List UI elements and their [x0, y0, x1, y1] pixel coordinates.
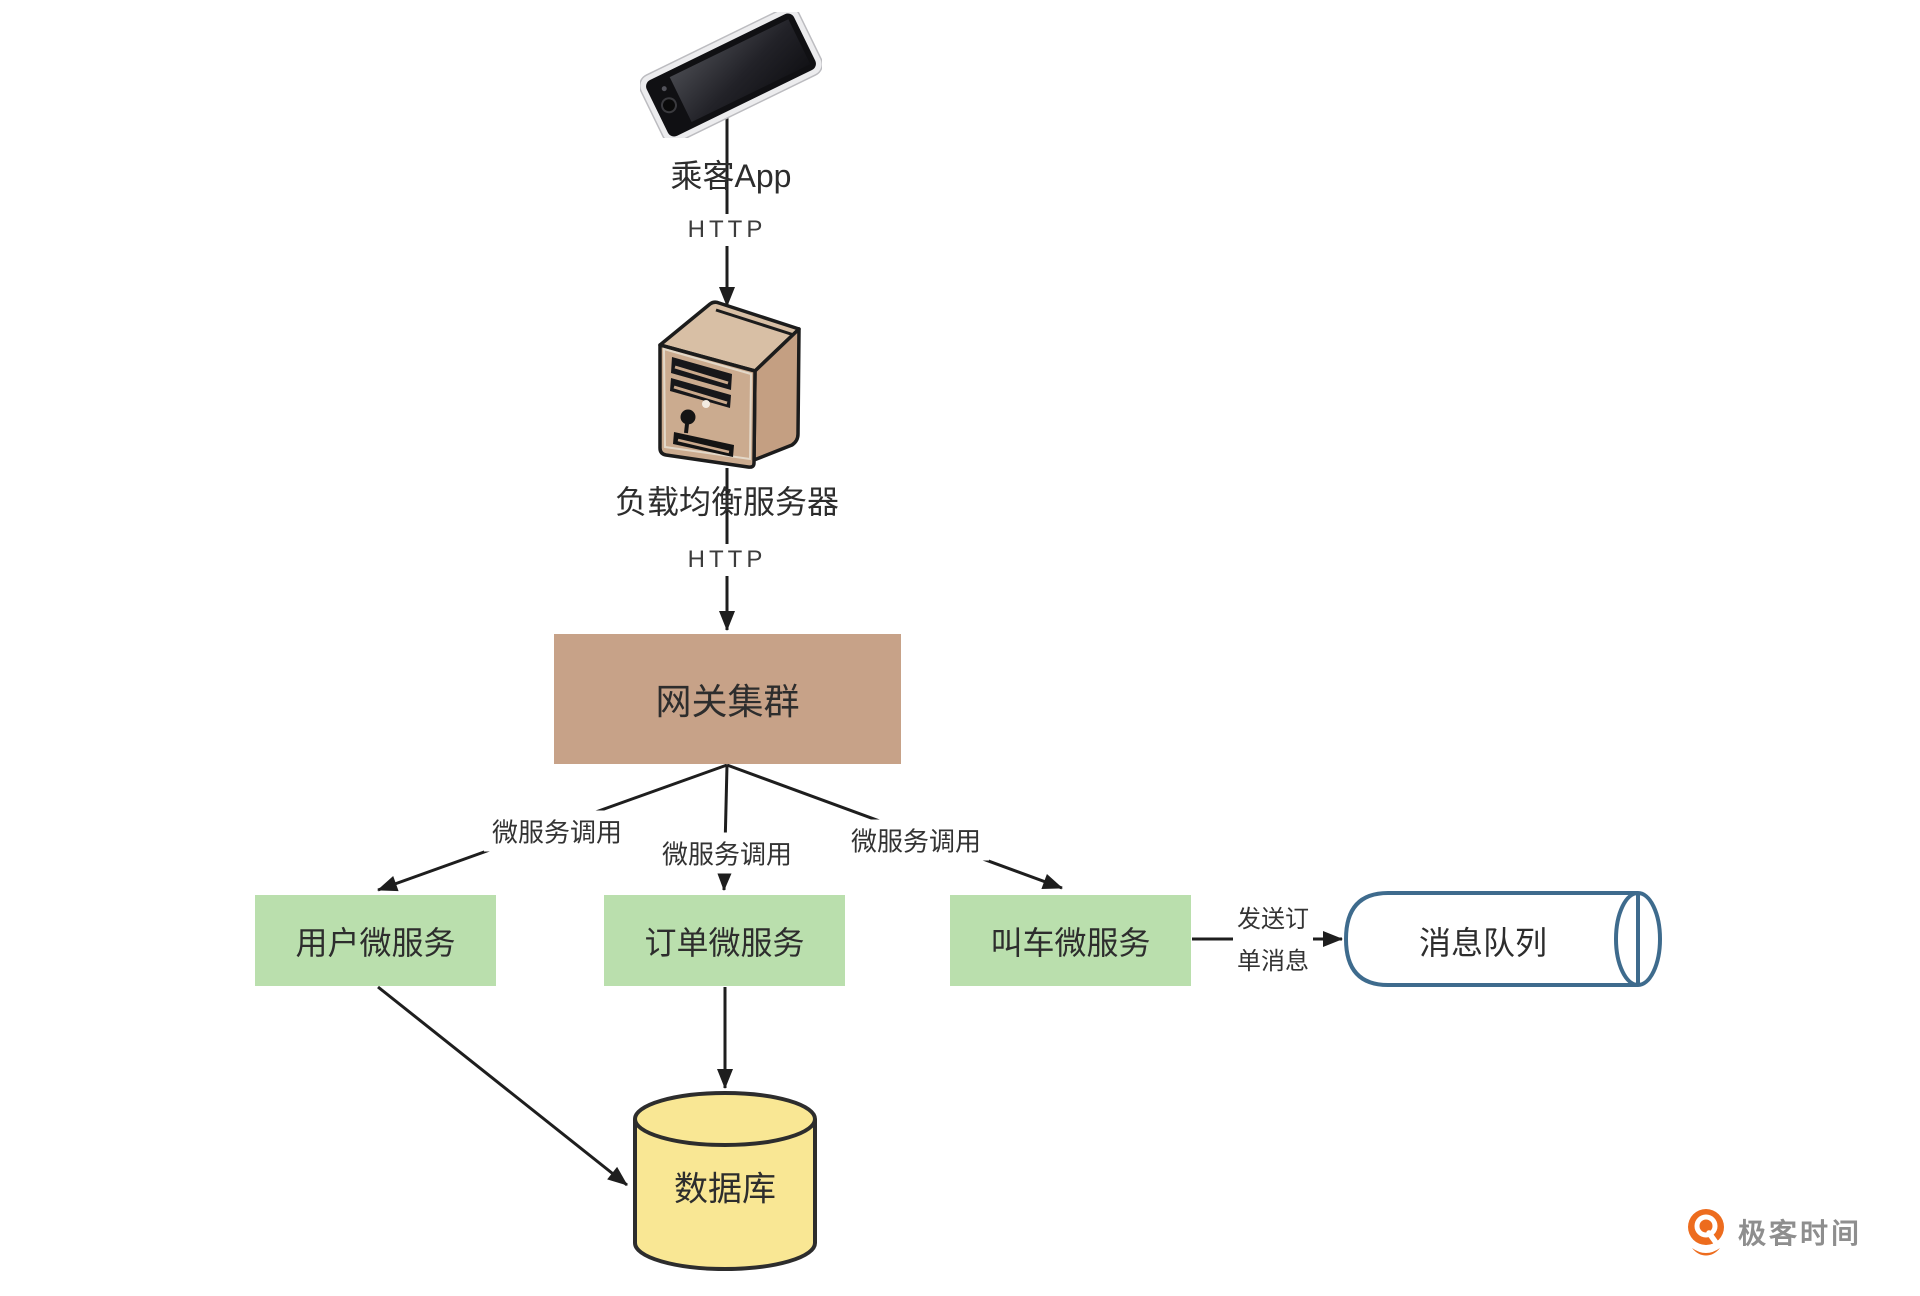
tower-server-icon	[658, 300, 801, 469]
brand-watermark: 极客时间	[1686, 1208, 1862, 1256]
ride-microservice-node: 叫车微服务	[950, 895, 1191, 986]
gateway-cluster-node: 网关集群	[554, 634, 901, 764]
user-microservice-node: 用户微服务	[255, 895, 496, 986]
load-balancer-label: 负载均衡服务器	[614, 484, 840, 520]
message-queue-cylinder	[1343, 891, 1662, 987]
ride-microservice-label: 叫车微服务	[990, 924, 1151, 961]
send-order-message-line2: 单消息	[1237, 948, 1309, 975]
microservice-call-label-mid: 微服务调用	[653, 832, 801, 874]
database-label: 数据库	[674, 1170, 776, 1209]
geek-time-pin-icon	[1688, 1209, 1724, 1256]
order-microservice-label: 订单微服务	[644, 924, 805, 961]
http-label-bottom: HTTP	[677, 544, 777, 576]
passenger-app-label: 乘客App	[670, 158, 792, 194]
http-label-top: HTTP	[677, 214, 777, 246]
brand-watermark-text: 极客时间	[1738, 1218, 1863, 1249]
send-order-message-label: 发送订 单消息	[1233, 899, 1313, 983]
message-queue-label: 消息队列	[1418, 925, 1548, 961]
edge-user-service-to-database	[377, 985, 628, 1187]
microservice-call-label-right: 微服务调用	[842, 819, 990, 861]
gateway-cluster-label: 网关集群	[655, 681, 800, 722]
user-microservice-label: 用户微服务	[295, 924, 456, 961]
smartphone-icon	[640, 12, 822, 138]
database-cylinder	[633, 1091, 817, 1271]
microservice-call-label-left: 微服务调用	[483, 810, 631, 852]
order-microservice-node: 订单微服务	[604, 895, 845, 986]
send-order-message-line1: 发送订	[1237, 906, 1309, 933]
